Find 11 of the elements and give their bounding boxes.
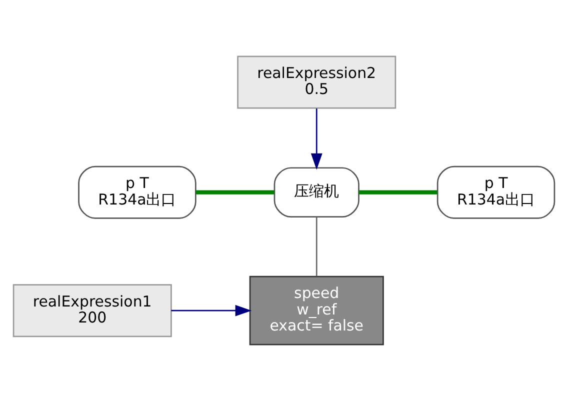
connector <box>359 190 438 194</box>
node-box: p T R134a出口 <box>436 165 556 218</box>
node-box: speed w_ref exact= false <box>249 275 384 345</box>
arrow <box>310 108 322 170</box>
arrow <box>171 304 252 316</box>
node-box: realExpression2 0.5 <box>237 55 396 108</box>
node-box: 压缩机 <box>274 166 360 217</box>
node-box: p T R134a出口 <box>78 165 196 218</box>
node-box: realExpression1 200 <box>12 284 172 337</box>
connector <box>196 190 274 194</box>
connector <box>316 216 318 276</box>
